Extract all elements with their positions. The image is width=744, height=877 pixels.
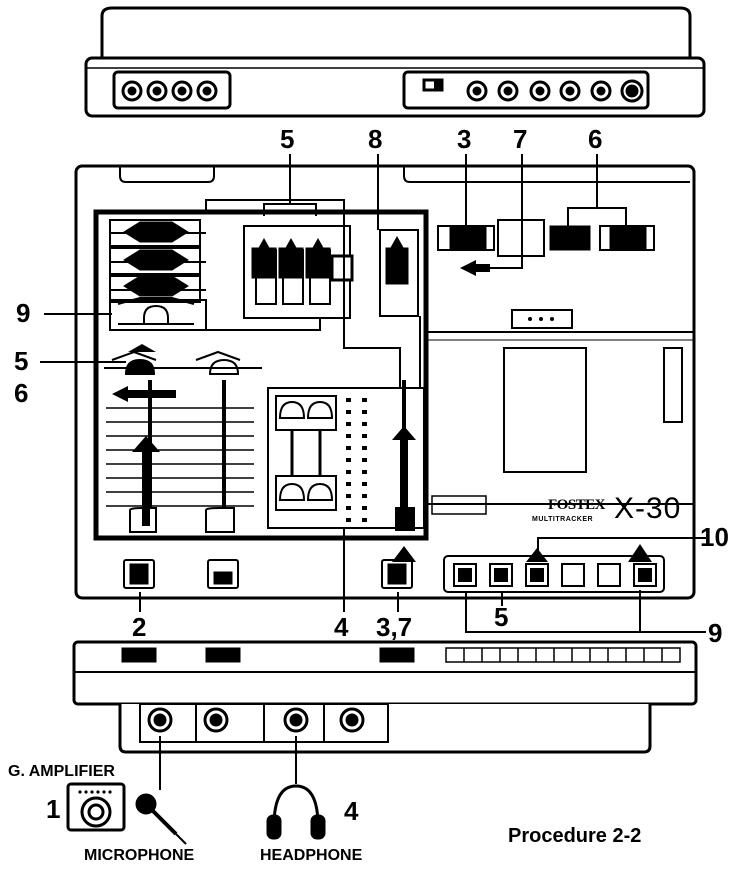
cassette-deck <box>425 331 695 505</box>
callout-8-top: 8 <box>368 124 383 154</box>
callout-5-bottom: 5 <box>494 602 509 632</box>
headphone-icon <box>266 736 326 840</box>
flow-arrows <box>112 236 652 562</box>
top-panel <box>74 164 696 600</box>
tape-counter <box>511 309 573 329</box>
microphone-label: MICROPHONE <box>84 847 195 864</box>
front-keys <box>445 647 681 663</box>
brand-plate <box>431 495 487 515</box>
callout-1-amplifier: 1 <box>46 794 61 824</box>
callout-5-top: 5 <box>280 124 295 154</box>
rear-input-jack-strip <box>112 70 232 110</box>
trim-knob <box>117 297 195 325</box>
callout-6-left: 6 <box>14 378 29 408</box>
level-meter-leds <box>346 398 367 522</box>
rear-input-jacks <box>121 80 218 102</box>
rear-output-jack-strip <box>402 70 650 110</box>
callout-4-headphone: 4 <box>344 796 359 826</box>
rear-output-jacks <box>466 79 644 103</box>
callout-4-bottom: 4 <box>334 612 349 642</box>
callout-3-top: 3 <box>457 124 472 154</box>
callout-10-right: 10 <box>700 522 729 552</box>
tape-selector <box>663 347 683 423</box>
amplifier-icon <box>66 782 126 832</box>
callout-9-left: 9 <box>16 298 31 328</box>
callout-5-left: 5 <box>14 346 29 376</box>
front-panel <box>72 640 698 754</box>
rear-panel <box>84 6 706 118</box>
callout-7-top: 7 <box>513 124 528 154</box>
amplifier-label: G. AMPLIFIER <box>8 763 115 780</box>
cassette-window <box>503 347 587 473</box>
callout-9-right: 9 <box>708 618 723 648</box>
device-model: X-30 <box>614 492 682 525</box>
routing-lines <box>120 199 421 388</box>
callout-2-bottom: 2 <box>132 612 147 642</box>
front-jacks <box>147 707 365 733</box>
device-product-line: MULTITRACKER <box>532 516 594 523</box>
callout-6-top: 6 <box>588 124 603 154</box>
front-controls <box>123 559 413 589</box>
input-knobs <box>123 221 189 297</box>
headphone-label: HEADPHONE <box>260 847 363 864</box>
transport-buttons <box>443 555 665 593</box>
microphone-icon <box>135 736 187 845</box>
callout-3-7-bottom: 3,7 <box>376 612 413 642</box>
procedure-caption: Procedure 2-2 <box>508 825 642 847</box>
device-brand: FOSTEX <box>548 497 606 513</box>
